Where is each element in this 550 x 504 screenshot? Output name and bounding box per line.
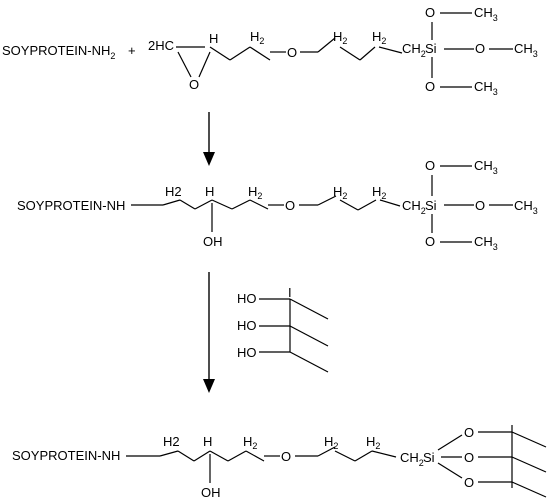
hydroxyl-label-3: OH	[201, 485, 221, 500]
bond-c5-c6	[379, 199, 401, 207]
chain-ch2-label-3a: H2	[243, 434, 257, 451]
intermediate-row: SOYPROTEIN-NH H2 H OH H2 O H2 H2 CH2 Si …	[17, 158, 538, 252]
chain-ch2-label-c: H2	[372, 184, 386, 201]
product-row: SOYPROTEIN-NH H2 H OH H2 O H2 H2 CH2 Si …	[12, 425, 547, 500]
bond-c2-3	[193, 450, 211, 462]
methoxy-oxygen-right: O	[475, 41, 485, 56]
ring-substituent-1	[511, 431, 547, 448]
silicon-label: Si	[425, 41, 437, 56]
methyl-label-right-2: CH3	[514, 198, 538, 216]
bond-c1	[162, 199, 181, 206]
silicon-label-3: Si	[423, 450, 435, 465]
ch2-h2-label: H2	[165, 184, 182, 199]
chain-bond-1	[209, 46, 231, 61]
bond-c2	[194, 199, 213, 210]
methyl-label-top: CH3	[474, 5, 498, 23]
si-o-bond-bottom	[437, 462, 463, 479]
reaction-arrow-2	[203, 272, 215, 393]
bond-c5	[357, 199, 377, 211]
methoxy-oxygen-top: O	[425, 5, 435, 20]
bond-c4-c5-3	[334, 450, 356, 462]
reagent-iodo-label: I	[288, 285, 292, 300]
soyprotein-amine-label: SOYPROTEIN-NH2	[2, 43, 115, 61]
epoxide-co-bond-right	[198, 51, 211, 78]
ch2-h2-label-3: H2	[163, 434, 180, 449]
reaction-arrow-1	[203, 112, 215, 166]
choh-h-label: H	[205, 184, 214, 199]
ring-oxygen-mid: O	[464, 450, 474, 465]
chain-ch2-label-3b: H2	[324, 434, 338, 451]
bond-c4-c5	[339, 199, 359, 211]
chain-ch2-label-a: H2	[248, 184, 262, 201]
methyl-label-bottom-2: CH3	[474, 234, 498, 252]
chain-bond-7	[339, 46, 361, 61]
methyl-label-bottom: CH3	[474, 79, 498, 97]
chain-ch2-label-3: H2	[372, 29, 386, 46]
chain-ch2-label-2: H2	[333, 29, 347, 46]
hydroxyl-label: OH	[203, 234, 223, 249]
ring-oxygen-bottom: O	[464, 475, 474, 490]
ether-oxygen-label-2: O	[285, 198, 295, 213]
plus-sign: +	[128, 43, 136, 58]
bond-c1-c2	[179, 199, 196, 210]
soyprotein-nh-label: SOYPROTEIN-NH	[17, 198, 125, 213]
reagent-ho-label-1: HO	[237, 291, 257, 306]
methoxy-oxygen-bottom: O	[425, 79, 435, 94]
methoxy-oxygen-bottom-2: O	[425, 234, 435, 249]
reagent-bond-2	[289, 298, 329, 320]
bond-c3-o-3	[245, 450, 265, 462]
silicon-label-2: Si	[425, 198, 437, 213]
ring-substituent-3	[511, 481, 547, 498]
choh-h-label-3: H	[203, 434, 212, 449]
reagent-ho-label-2: HO	[237, 318, 257, 333]
chain-ch2-label-1: H2	[250, 29, 264, 46]
chain-bond-6	[317, 37, 336, 53]
epoxide-ch2-label: 2HC	[148, 38, 174, 53]
reagent-bond-4	[289, 325, 329, 347]
chain-bond-8	[359, 46, 376, 61]
bond-c3	[231, 199, 251, 210]
bond-c5-c6-3	[371, 450, 397, 458]
chain-bond-9	[378, 46, 403, 54]
silicon-ch2-label: CH2	[402, 41, 426, 59]
chain-bond-3	[249, 46, 271, 61]
bond-c1-c2-3	[177, 450, 195, 462]
methyl-label-right: CH3	[514, 41, 538, 59]
bond-c1-3	[159, 450, 179, 457]
epoxide-co-bond-left	[177, 51, 192, 78]
reagent-ho-label-3: HO	[237, 345, 257, 360]
methoxy-oxygen-right-2: O	[475, 198, 485, 213]
soyprotein-nh-label-3: SOYPROTEIN-NH	[12, 448, 120, 463]
epoxide-oxygen-label: O	[189, 77, 199, 92]
methoxy-oxygen-top-2: O	[425, 158, 435, 173]
methyl-label-top-2: CH3	[474, 158, 498, 176]
bond-c4-3	[317, 446, 336, 457]
bond-c3-3	[227, 450, 247, 462]
bond-c5-3	[354, 450, 373, 462]
silicon-ch2-label-2: CH2	[402, 198, 426, 216]
bond-c3-o	[249, 199, 269, 210]
ether-oxygen-label: O	[287, 45, 297, 60]
ring-oxygen-top: O	[464, 425, 474, 440]
chain-ch2-label-b: H2	[333, 184, 347, 201]
polyol-reagent: HO I HO HO	[237, 285, 329, 373]
bond-c2-c3-3	[209, 450, 229, 462]
bond-c4	[317, 195, 337, 206]
chain-ch2-label-3c: H2	[366, 434, 380, 451]
si-o-bond-top	[437, 434, 463, 451]
chain-bond-2	[229, 46, 251, 61]
reactants-row: SOYPROTEIN-NH2 + 2HC H O H2 O H2 H2 CH2 …	[2, 5, 538, 97]
epoxide-ch-h-label: H	[209, 31, 218, 46]
bond-c2-c3	[211, 199, 233, 210]
reagent-bond-6	[289, 351, 329, 373]
ring-substituent-2	[511, 456, 547, 473]
silicon-ch2-label-3: CH2	[400, 450, 424, 468]
ether-oxygen-label-3: O	[281, 449, 291, 464]
